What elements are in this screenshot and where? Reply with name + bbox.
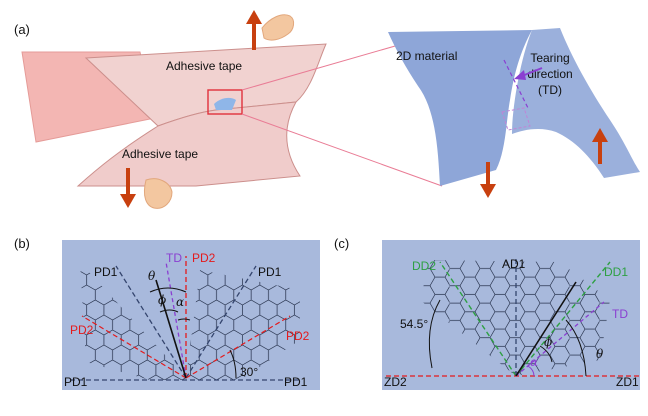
pd1-label-bl: PD1 [64,375,88,389]
dd1-label: DD1 [604,265,628,279]
td-label-b: TD [166,251,182,265]
zd2-label: ZD2 [384,375,407,389]
theta-label-b: θ [148,269,156,283]
tear-region [501,107,531,131]
pd1-line-left [115,265,187,379]
phi-label-b: ϕ [158,293,166,307]
pd1-label-tl: PD1 [94,265,118,279]
td-label-c: TD [612,307,628,321]
ad1-label: AD1 [502,257,526,271]
dd1-line [515,261,611,377]
zoom-box [207,89,243,115]
td-line [165,261,187,379]
panel-c-label: (c) [334,236,349,251]
pd1-line-right [185,265,257,379]
angle-arc-c [428,299,441,369]
arrow-icon [592,128,608,164]
lattice-c [420,260,610,376]
pd2-label-left: PD2 [70,323,94,337]
panel-a-label: (a) [14,22,30,37]
theta-arc-c [565,319,587,377]
tape-bottom-label: Adhesive tape [122,147,198,161]
angle-label-c: 54.5° [400,317,428,331]
alpha-arc-c [527,365,535,377]
phi-arc [159,309,179,313]
phi-arc-c [539,345,553,363]
theta-arc [149,287,187,293]
tear-direction-line [503,59,529,109]
hand-icon [261,14,295,41]
tear-solid-line-c [515,281,577,377]
material-sheet-right [512,28,640,178]
arrow-icon [246,10,262,50]
pd2-line-right [185,315,291,379]
zd1-label: ZD1 [616,375,639,389]
angle-label-b: 30° [240,365,258,379]
alpha-label-b: α [176,295,184,309]
lattice-b [80,262,300,380]
tape-top-label: Adhesive tape [166,59,242,73]
arrow-icon [120,168,136,208]
zoom-line-bottom [241,113,443,187]
material-flake [214,97,236,110]
tear-label-1: Tearing [530,51,569,65]
arrow-icon [514,67,543,80]
pd2-label-right: PD2 [286,329,310,343]
tear-label-3: (TD) [538,83,562,97]
arrow-icon [480,162,496,198]
tear-label-2: direction [527,67,572,81]
material-sheet-left [388,30,532,186]
phi-label-c: ϕ [544,335,552,349]
dd2-label: DD2 [412,259,436,273]
pd1-label-tr: PD1 [258,265,282,279]
dd2-line [439,261,517,377]
adhesive-tape-bottom [76,101,301,187]
pd2-line-left [81,315,187,379]
material-label: 2D material [396,49,457,63]
panel-b-label: (b) [14,236,30,251]
pd1-label-br: PD1 [284,375,308,389]
hand-icon [143,178,173,209]
angle-arc [229,349,237,379]
theta-label-c: θ [596,347,604,361]
tear-solid-line [155,279,187,379]
alpha-arc [177,318,191,321]
td-line-c [515,301,605,377]
alpha-label-c: α [530,355,538,369]
pd2-label-top: PD2 [192,251,216,265]
